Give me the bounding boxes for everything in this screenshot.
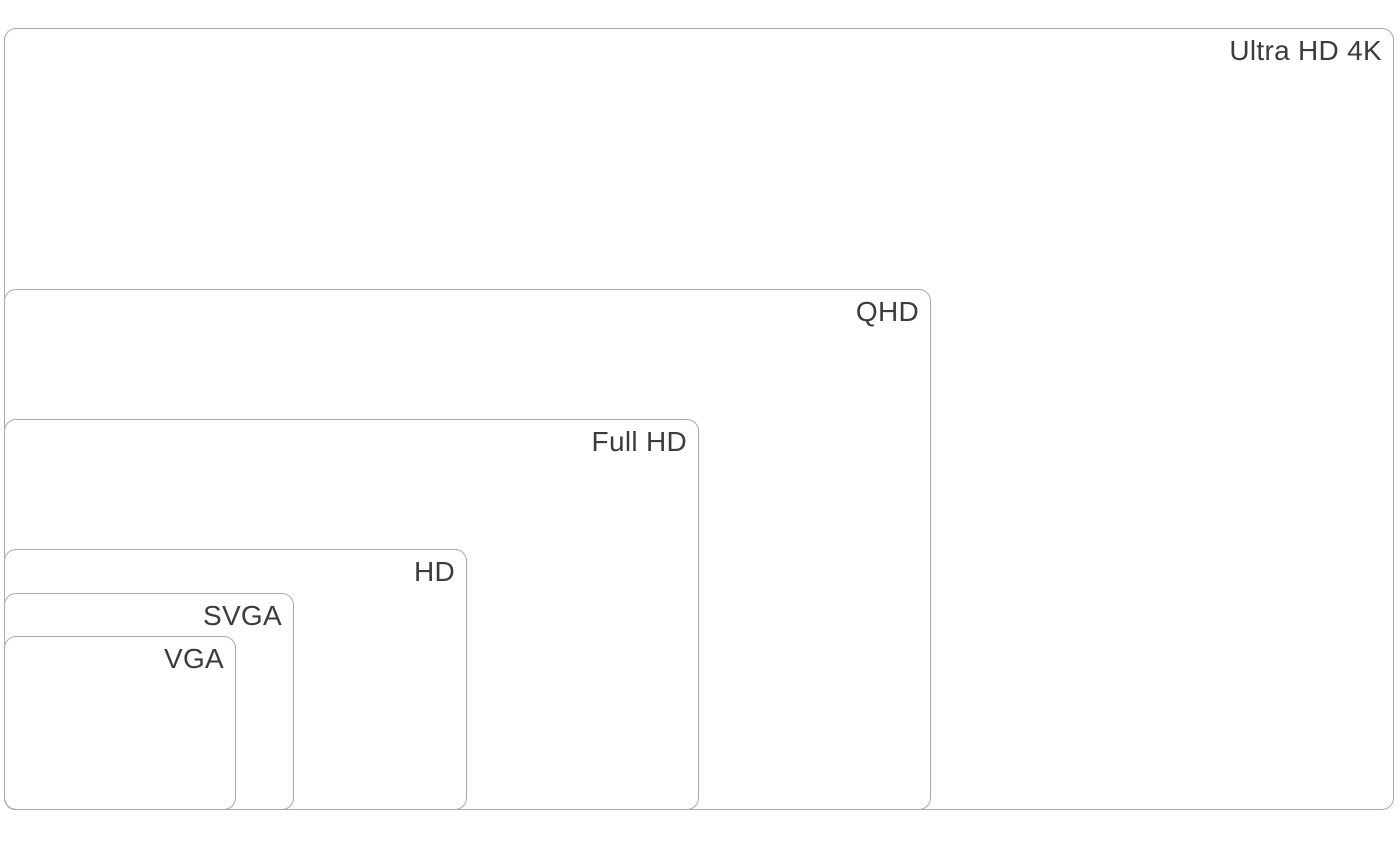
resolution-label-full-hd: Full HD [591,426,687,457]
resolution-label-hd: HD [413,556,455,587]
resolution-label-vga: VGA [163,643,224,674]
resolution-box-vga: VGA [4,636,236,810]
resolution-label-svga: SVGA [202,600,282,631]
resolution-label-qhd: QHD [855,296,919,327]
resolution-label-ultra-hd-4k: Ultra HD 4K [1229,35,1382,66]
